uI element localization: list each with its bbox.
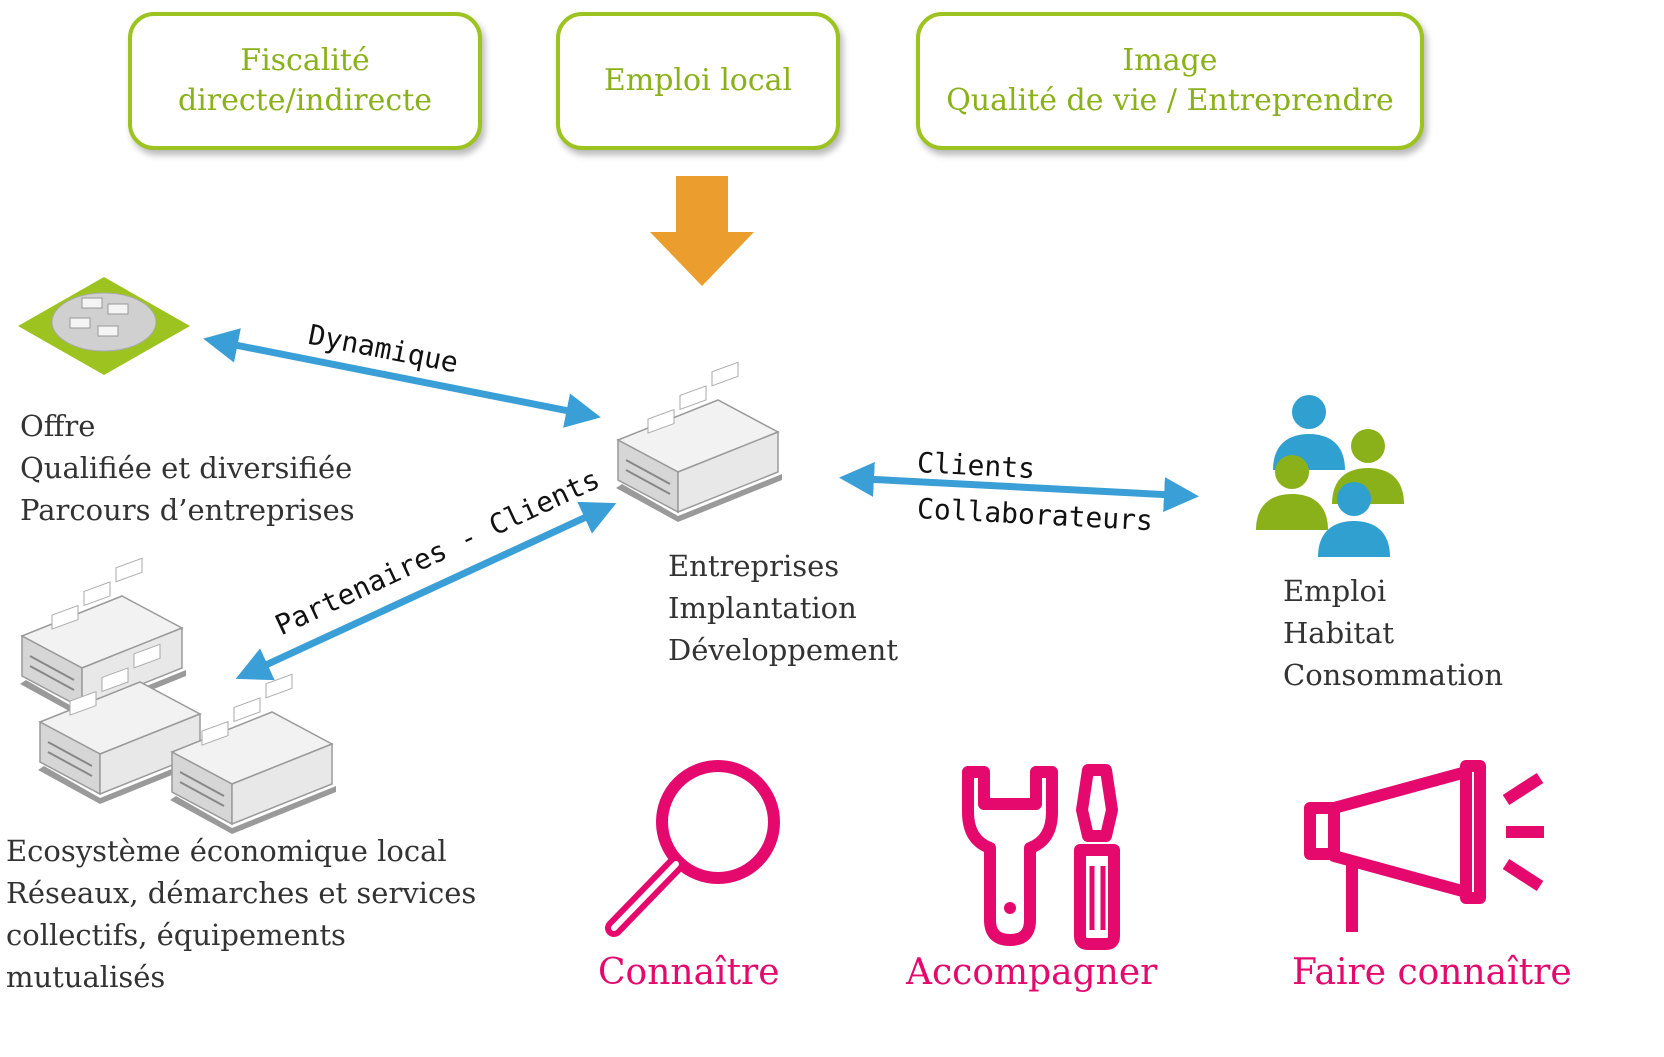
arrow-dynamique	[203, 328, 601, 428]
entreprises-line-2: Développement	[668, 633, 898, 667]
emploi-local-title: Emploi local	[603, 63, 793, 98]
image-title: Image	[1122, 43, 1218, 78]
action-accompagner: Accompagner	[906, 952, 1158, 993]
offre-line-2: Parcours d’entreprises	[20, 493, 355, 527]
megaphone-icon	[1304, 760, 1544, 932]
fiscalite-box: Fiscalité directe/indirecte	[128, 12, 482, 150]
emploi-line-2: Consommation	[1283, 658, 1504, 692]
action-connaitre: Connaître	[598, 952, 780, 993]
emploi-block: Emploi Habitat Consommation	[1283, 570, 1503, 696]
offre-block: Offre Qualifiée et diversifiée Parcours …	[20, 405, 355, 531]
down-arrow	[650, 176, 754, 286]
ecosysteme-block: Ecosystème économique local Réseaux, dém…	[6, 830, 476, 998]
arrow-clients	[839, 461, 1199, 513]
magnifier-icon	[605, 760, 780, 937]
emploi-heading: Emploi	[1283, 574, 1387, 608]
entreprises-block: Entreprises Implantation Développement	[668, 545, 898, 671]
entreprises-line-1: Implantation	[668, 591, 857, 625]
label-clients: Clients	[916, 446, 1036, 486]
tools-icon	[962, 764, 1120, 950]
arrow-partenaires	[235, 501, 617, 681]
buildings-icon	[19, 557, 337, 835]
fiscalite-subtitle: directe/indirecte	[177, 83, 433, 118]
image-subtitle: Qualité de vie / Entreprendre	[946, 83, 1394, 118]
ecosysteme-line-2: collectifs, équipements	[6, 918, 346, 952]
action-faire-connaitre: Faire connaître	[1292, 952, 1572, 993]
offre-heading: Offre	[20, 409, 96, 443]
ecosysteme-heading: Ecosystème économique local	[6, 834, 447, 868]
emploi-line-1: Habitat	[1283, 616, 1395, 650]
ecosysteme-line-3: mutualisés	[6, 960, 166, 994]
image-box: Image Qualité de vie / Entreprendre	[916, 12, 1424, 150]
entreprises-heading: Entreprises	[668, 549, 840, 583]
building-icon	[615, 361, 783, 523]
people-icon	[1256, 395, 1404, 557]
fiscalite-title: Fiscalité	[240, 43, 370, 78]
ecosysteme-line-1: Réseaux, démarches et services	[6, 876, 477, 910]
offre-line-1: Qualifiée et diversifiée	[20, 451, 353, 485]
emploi-local-box: Emploi local	[556, 12, 840, 150]
zone-plate-icon	[18, 277, 190, 375]
